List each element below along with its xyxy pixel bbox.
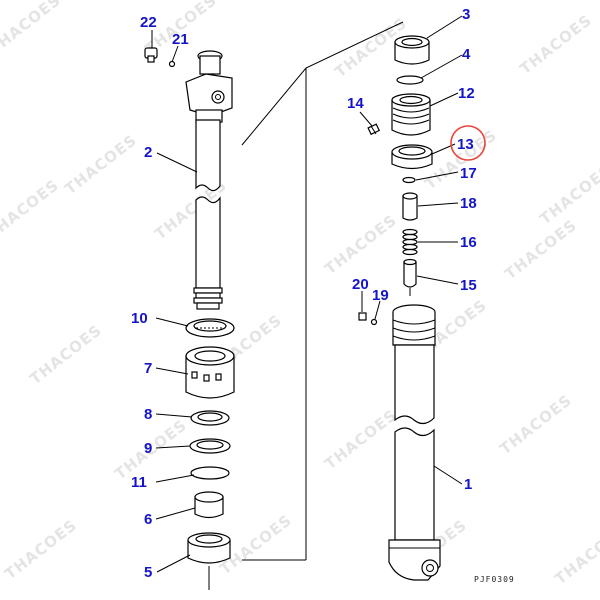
label-part-2: 2 [144,144,152,161]
piston-rod-assembly [144,47,235,590]
label-part-19: 19 [372,287,389,304]
watermark-text: THACOES [551,521,600,588]
watermark-text: THACOES [1,516,80,583]
label-part-18: 18 [460,195,477,212]
bolt-part-22 [144,47,158,63]
ball-part-21 [168,60,176,68]
cylinder-head-part-7 [185,346,235,399]
watermark-text: THACOES [26,321,105,388]
label-part-1: 1 [464,476,472,493]
label-part-7: 7 [144,360,152,377]
watermark-text: THACOES [0,176,62,243]
watermark-text: THACOES [321,406,400,473]
o-ring-part-11 [190,466,230,480]
label-part-22: 22 [140,14,157,31]
label-part-20: 20 [352,276,369,293]
rod-lower [193,196,223,310]
label-part-16: 16 [460,234,477,251]
nut-part-3 [394,35,430,65]
seal-part-8 [190,410,230,426]
ring-part-9 [189,438,231,454]
pin-part-15 [403,258,417,296]
label-part-10: 10 [131,310,148,327]
assembly-outline [241,21,404,561]
label-part-17: 17 [460,165,477,182]
label-part-5: 5 [144,564,152,581]
ball-part-19 [370,318,378,326]
piston-part-5 [187,532,231,590]
part-labels: 22 21 2 10 7 8 9 11 6 5 3 4 14 12 13 17 … [131,6,477,581]
watermark-text: THACOES [321,211,400,278]
label-part-9: 9 [144,440,152,457]
label-part-4: 4 [462,46,471,63]
label-part-6: 6 [144,511,152,528]
watermark-text: THACOES [61,131,140,198]
screw-part-14 [367,123,381,136]
watermark-text: THACOES [496,391,575,458]
watermark-text: THACOES [0,0,64,58]
label-part-15: 15 [460,277,477,294]
spring-part-16 [402,228,418,256]
rod-eye [185,50,233,123]
label-part-13: 13 [457,136,474,153]
cushion-part-12 [391,93,431,136]
label-part-12: 12 [458,85,475,102]
snap-ring-part-17 [402,176,416,184]
bushing-part-10 [185,318,235,338]
collar-part-13 [391,144,433,170]
watermark-text: THACOES [516,11,595,78]
rod-upper [195,119,221,192]
label-part-21: 21 [172,31,189,48]
o-ring-part-4 [396,75,424,85]
label-part-11: 11 [131,474,147,491]
watermark-text: THACOES [501,216,580,283]
sleeve-part-6 [194,491,224,519]
label-part-8: 8 [144,406,152,423]
label-part-14: 14 [347,95,364,112]
plug-part-20 [358,312,367,321]
cylinder-tube-part-1 [388,304,441,581]
label-part-3: 3 [462,6,470,23]
cylinder-assembly [358,35,441,581]
highlight-circle [450,125,486,161]
drawing-code: PJF0309 [474,575,515,584]
stopper-part-18 [402,192,418,221]
